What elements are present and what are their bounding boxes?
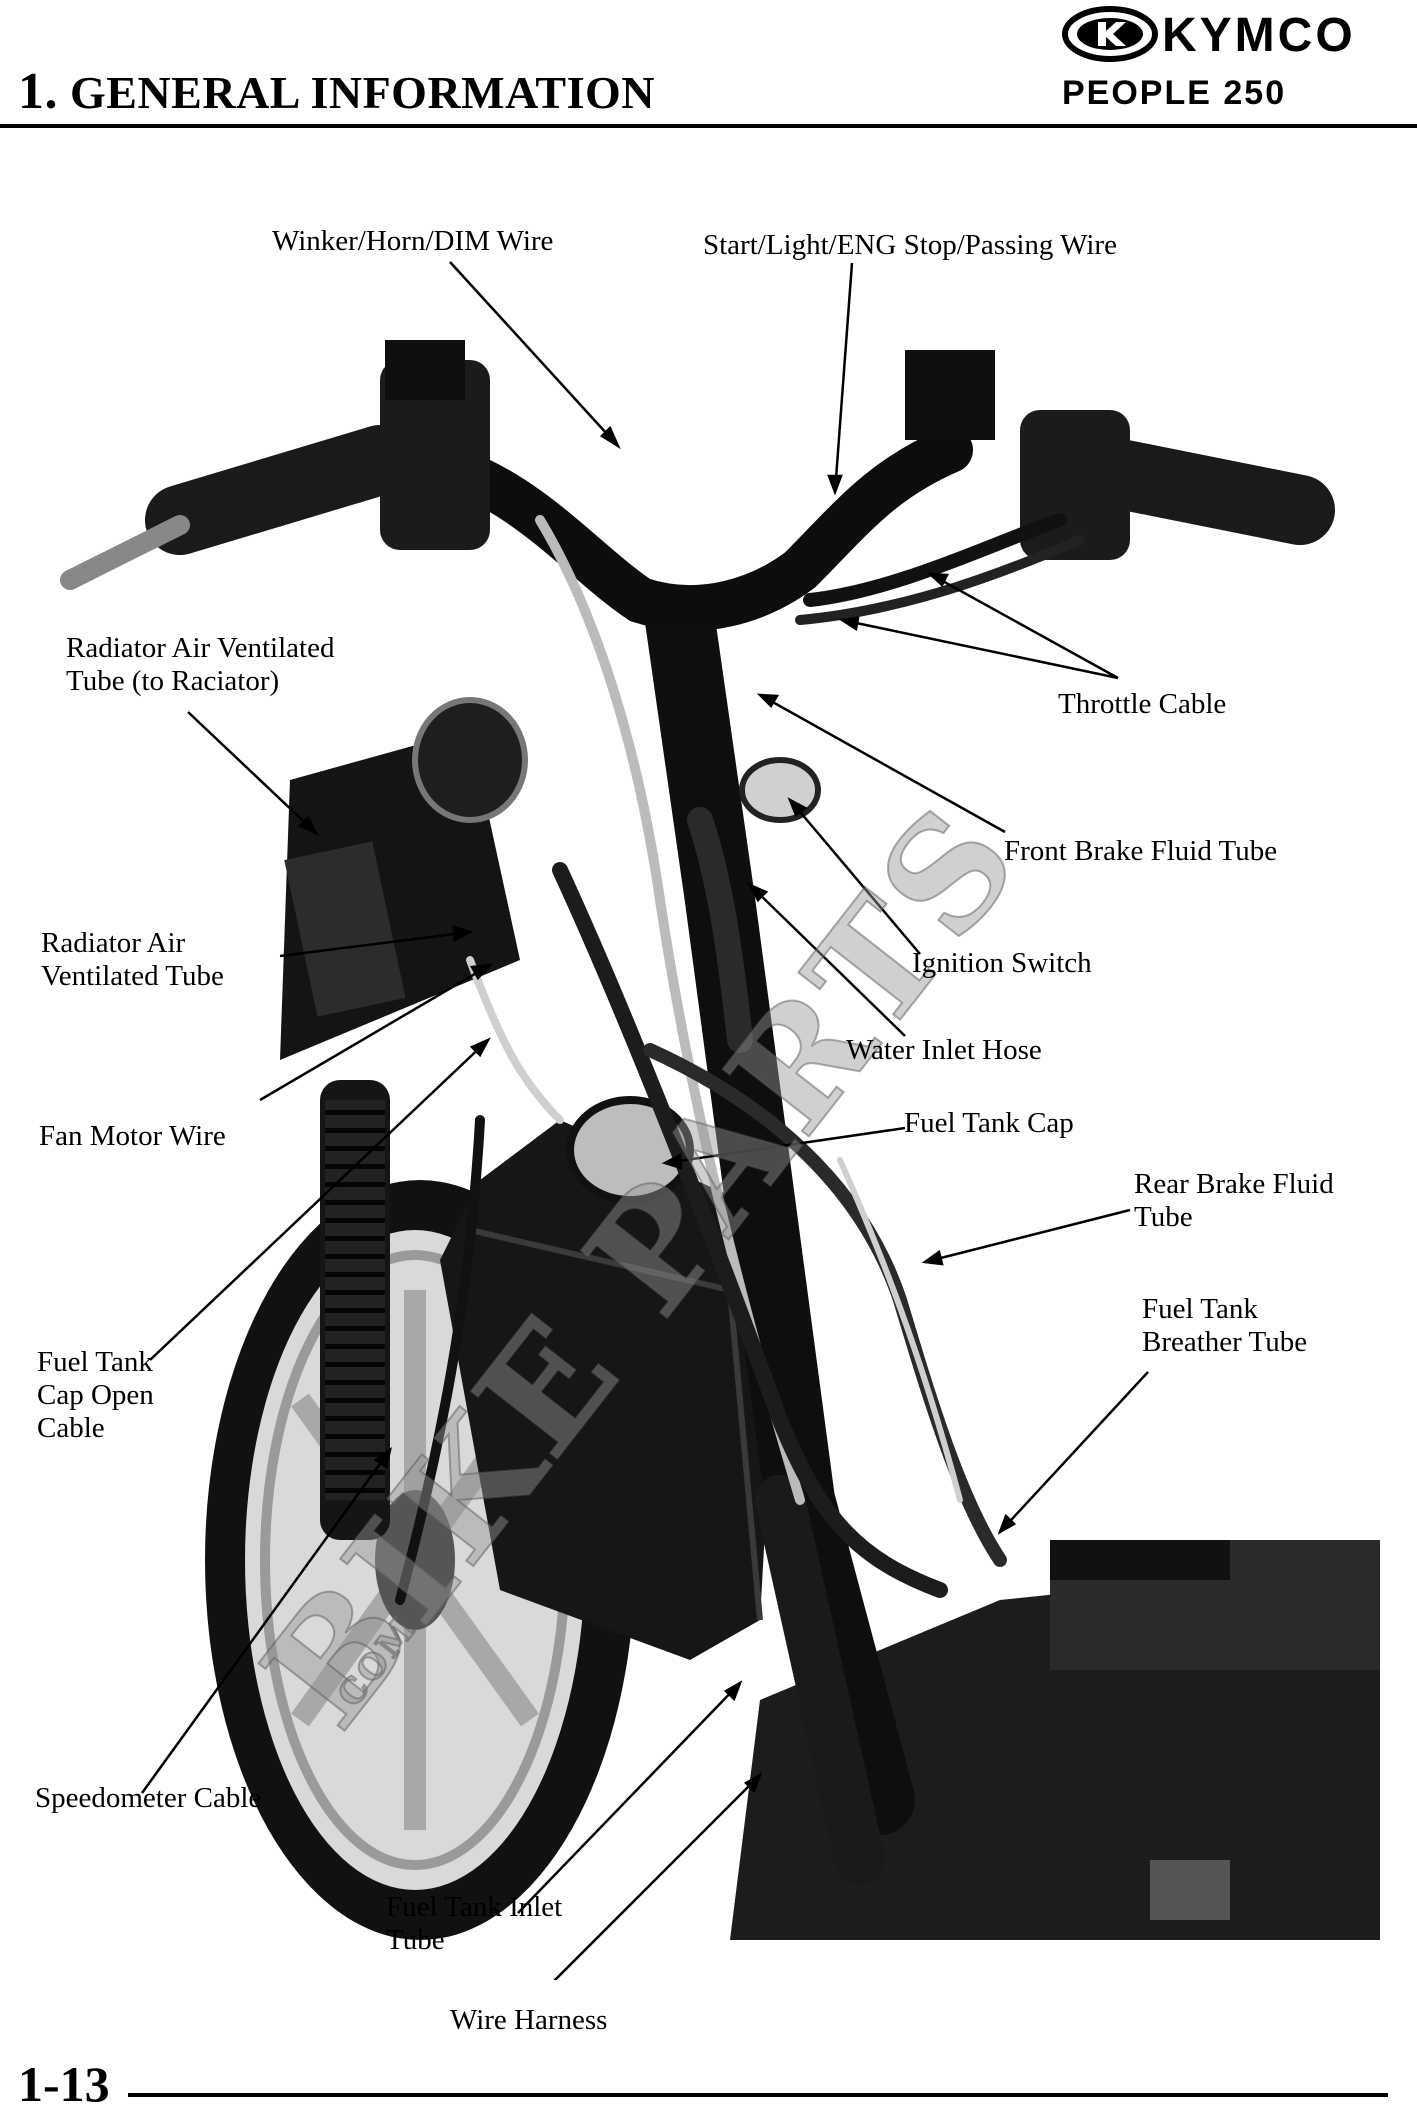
kymco-emblem-icon — [1062, 6, 1158, 62]
callout-line: Fuel Tank — [37, 1346, 153, 1378]
callout-line: Tube — [386, 1924, 445, 1956]
callout-line: Rear Brake Fluid — [1134, 1168, 1334, 1200]
label-wire-harness: Wire Harness — [450, 2004, 608, 2036]
left-switch-housing — [380, 340, 490, 550]
page-number: 1-13 — [18, 2056, 110, 2112]
label-front-brake-fluid-tube: Front Brake Fluid Tube — [1004, 835, 1278, 867]
ignition-switch-body — [739, 757, 821, 823]
section-title-text: GENERAL INFORMATION — [70, 67, 655, 118]
scooter-photo — [60, 261, 1380, 1980]
steering-column — [645, 585, 915, 1885]
label-fuel-tank-cap: Fuel Tank Cap — [904, 1107, 1074, 1139]
callout-line: Cap Open — [37, 1379, 154, 1411]
section-number: 1. — [18, 63, 58, 120]
label-speedometer-cable: Speedometer Cable — [35, 1782, 262, 1814]
handlebar — [60, 425, 1335, 632]
callout-line: Tube — [1134, 1201, 1193, 1233]
callout-line: Fuel Tank — [1142, 1293, 1258, 1325]
headlight-housing — [412, 697, 528, 823]
callout-line: Breather Tube — [1142, 1326, 1308, 1358]
label-winker-horn-dim-wire: Winker/Horn/DIM Wire — [272, 225, 554, 257]
label-throttle-cable: Throttle Cable — [1058, 688, 1227, 720]
rear-frame — [730, 1540, 1380, 1940]
label-fan-motor-wire: Fan Motor Wire — [39, 1120, 226, 1152]
cables — [395, 513, 1085, 1605]
callout-line: Fuel Tank Inlet — [386, 1891, 563, 1923]
callout-line: Radiator Air Ventilated — [66, 632, 335, 664]
callout-line: Tube (to Raciator) — [66, 665, 280, 697]
model-name: PEOPLE 250 — [1062, 74, 1287, 112]
callout-line: Radiator Air — [41, 927, 186, 959]
label-start-light-eng-stop-passing-wire: Start/Light/ENG Stop/Passing Wire — [703, 229, 1117, 261]
footer-divider — [128, 2093, 1388, 2097]
label-ignition-switch: Ignition Switch — [912, 947, 1092, 979]
brand-logo: KYMCO — [1062, 6, 1407, 62]
header-divider — [0, 124, 1417, 128]
section-title: 1. GENERAL INFORMATION — [18, 62, 655, 121]
label-water-inlet-hose: Water Inlet Hose — [846, 1034, 1042, 1066]
leader-lines — [140, 261, 1149, 1980]
callout-line: Ventilated Tube — [41, 960, 224, 992]
callout-line: Cable — [37, 1412, 105, 1444]
brand-name: KYMCO — [1162, 9, 1356, 62]
